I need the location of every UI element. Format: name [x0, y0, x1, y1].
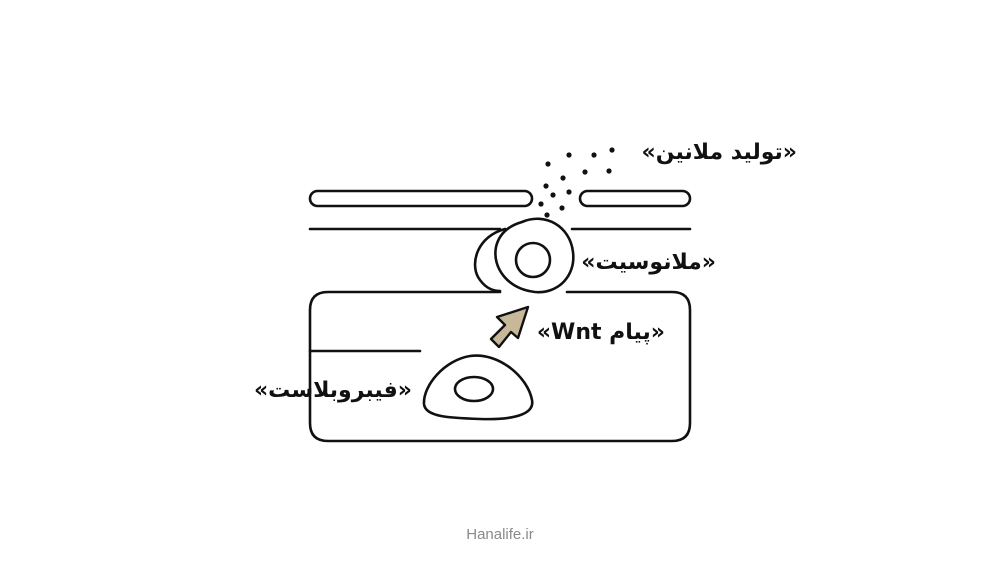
fibroblast-label: «فیبروبلاست» [253, 378, 412, 403]
dermis-outline [308, 290, 692, 443]
melanin-production-label: «تولید ملانین» [641, 140, 797, 165]
wnt-signal-label: «پیام Wnt» [536, 320, 665, 345]
melanin-dot [560, 175, 566, 181]
skin-surface-right [578, 189, 692, 208]
fibroblast-cell [422, 354, 534, 421]
watermark-text: Hanalife.ir [466, 526, 534, 543]
melanocyte-cell [494, 217, 575, 294]
melanin-dot [545, 161, 551, 167]
melanocyte-nucleus [514, 241, 552, 279]
melanin-dot [582, 169, 588, 175]
melanin-dot [544, 212, 550, 218]
melanin-dot [566, 152, 572, 158]
melanin-dot [538, 201, 544, 207]
melanocyte-label: «ملانوسیت» [581, 250, 716, 275]
wnt-signal-arrow [489, 305, 530, 349]
fibroblast-nucleus [453, 375, 495, 403]
neighbor-cell-outline [473, 227, 507, 293]
melanin-dot [591, 152, 597, 158]
melanin-dot [550, 192, 556, 198]
melanin-particles [538, 147, 615, 218]
melanin-dot [606, 168, 612, 174]
skin-surface-left [308, 189, 534, 208]
melanin-dot [609, 147, 615, 153]
melanin-dot [543, 183, 549, 189]
melanin-dot [559, 205, 565, 211]
melanin-dot [566, 189, 572, 195]
